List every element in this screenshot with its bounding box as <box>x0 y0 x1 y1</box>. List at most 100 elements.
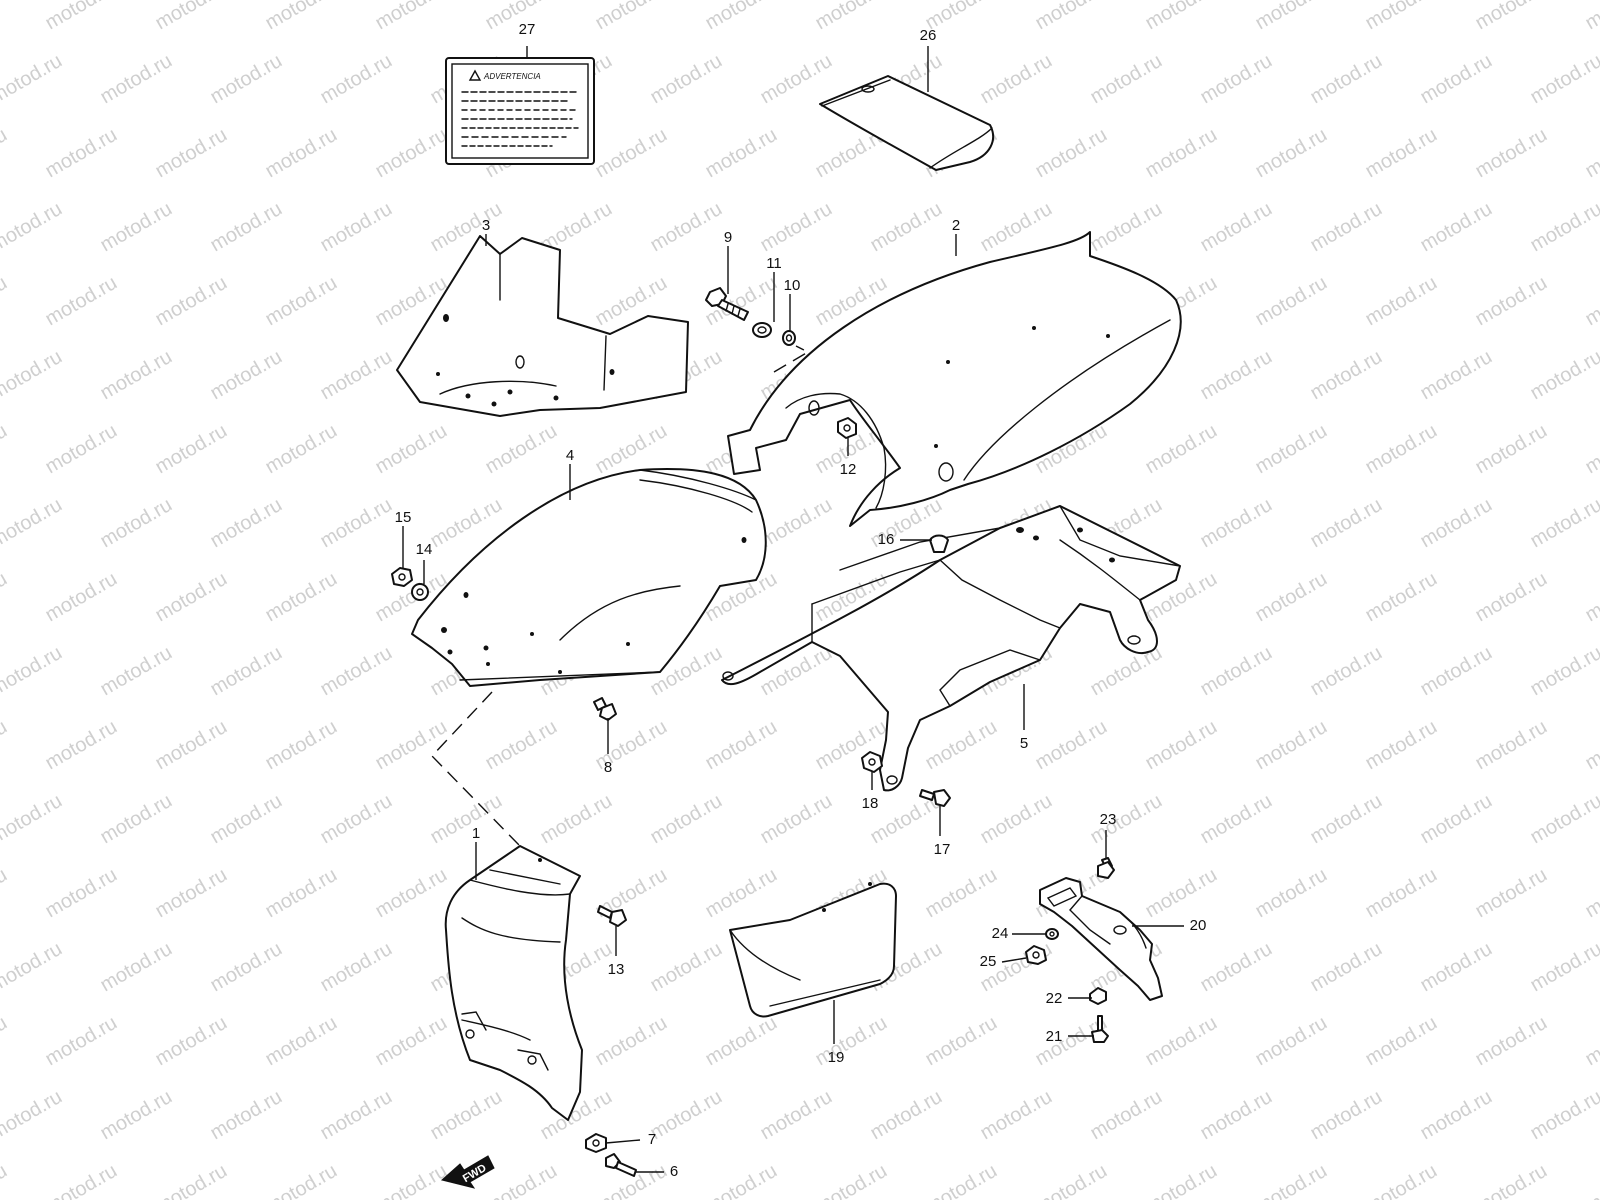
watermark-text: motod.ru <box>1032 716 1111 775</box>
watermark-text: motod.ru <box>97 494 176 553</box>
watermark-text: motod.ru <box>372 0 451 34</box>
watermark-text: motod.ru <box>262 716 341 775</box>
watermark-text: motod.ru <box>372 1012 451 1071</box>
part-23-bolt <box>1097 857 1115 879</box>
part-2-rear-fender <box>727 231 1182 527</box>
part-6-bolt <box>605 1153 637 1177</box>
watermark-text: motod.ru <box>0 864 11 923</box>
watermark-text: motod.ru <box>1252 568 1331 627</box>
watermark-text: motod.ru <box>1472 716 1551 775</box>
watermark-text: motod.ru <box>1197 938 1276 997</box>
watermark-text: motod.ru <box>0 494 66 553</box>
watermark-text: motod.ru <box>1362 124 1441 183</box>
watermark-text: motod.ru <box>1527 494 1600 553</box>
callout-26: 26 <box>920 27 937 44</box>
watermark-text: motod.ru <box>1307 346 1386 405</box>
callout-1: 1 <box>472 825 480 842</box>
watermark-text: motod.ru <box>1032 0 1111 34</box>
callout-15: 15 <box>395 509 412 526</box>
watermark-text: motod.ru <box>1417 642 1496 701</box>
fwd-arrow-label: FWD <box>461 1162 489 1185</box>
watermark-text: motod.ru <box>812 1160 891 1200</box>
watermark-text: motod.ru <box>1197 494 1276 553</box>
watermark-text: motod.ru <box>1362 568 1441 627</box>
watermark-text: motod.ru <box>317 50 396 109</box>
callout-20: 20 <box>1190 917 1207 934</box>
part-16-plug <box>929 534 949 553</box>
watermark-text: motod.ru <box>1087 198 1166 257</box>
watermark-text: motod.ru <box>1252 1012 1331 1071</box>
watermark-text: motod.ru <box>702 1012 781 1071</box>
watermark-text: motod.ru <box>1252 864 1331 923</box>
watermark-text: motod.ru <box>1582 1012 1600 1071</box>
watermark-text: motod.ru <box>592 0 671 34</box>
watermark-text: motod.ru <box>1362 0 1441 34</box>
watermark-text: motod.ru <box>1582 568 1600 627</box>
watermark-text: motod.ru <box>372 716 451 775</box>
watermark-text: motod.ru <box>372 1160 451 1200</box>
watermark-text: motod.ru <box>317 1086 396 1145</box>
watermark-text: motod.ru <box>867 790 946 849</box>
watermark-text: motod.ru <box>152 716 231 775</box>
watermark-text: motod.ru <box>42 272 121 331</box>
watermark-text: motod.ru <box>42 1012 121 1071</box>
watermark-text: motod.ru <box>1527 642 1600 701</box>
watermark-text: motod.ru <box>97 938 176 997</box>
watermark-text: motod.ru <box>1142 420 1221 479</box>
fwd-arrow-icon: FWD <box>440 1155 495 1189</box>
callout-5: 5 <box>1020 735 1028 752</box>
callout-10: 10 <box>784 277 801 294</box>
watermark-text: motod.ru <box>1582 1160 1600 1200</box>
watermark-text: motod.ru <box>702 716 781 775</box>
watermark-text: motod.ru <box>42 0 121 34</box>
watermark-text: motod.ru <box>537 790 616 849</box>
watermark-text: motod.ru <box>262 864 341 923</box>
watermark-text: motod.ru <box>1527 938 1600 997</box>
watermark-text: motod.ru <box>152 124 231 183</box>
watermark-text: motod.ru <box>1307 1086 1386 1145</box>
watermark-text: motod.ru <box>0 1160 11 1200</box>
watermark-text: motod.ru <box>1527 346 1600 405</box>
watermark-text: motod.ru <box>42 124 121 183</box>
watermark-text: motod.ru <box>1252 124 1331 183</box>
watermark-text: motod.ru <box>1417 50 1496 109</box>
watermark-text: motod.ru <box>152 272 231 331</box>
watermark-text: motod.ru <box>262 420 341 479</box>
watermark-text: motod.ru <box>207 938 286 997</box>
watermark-text: motod.ru <box>977 198 1056 257</box>
watermark-text: motod.ru <box>1307 494 1386 553</box>
watermark-text: motod.ru <box>427 1086 506 1145</box>
part-14-washer <box>411 583 429 601</box>
watermark-text: motod.ru <box>702 1160 781 1200</box>
watermark-text: motod.ru <box>757 198 836 257</box>
watermark-text: motod.ru <box>42 864 121 923</box>
part-7-nut <box>585 1133 607 1153</box>
part-8-bolt <box>593 697 617 721</box>
watermark-text: motod.ru <box>97 198 176 257</box>
part-4-inner-fender <box>411 468 767 687</box>
watermark-text: motod.ru <box>97 642 176 701</box>
watermark-text: motod.ru <box>1527 1086 1600 1145</box>
watermark-text: motod.ru <box>702 0 781 34</box>
watermark-text: motod.ru <box>1252 716 1331 775</box>
watermark-text: motod.ru <box>1307 938 1386 997</box>
watermark-text: motod.ru <box>207 790 286 849</box>
watermark-text: motod.ru <box>0 790 66 849</box>
watermark-text: motod.ru <box>1197 790 1276 849</box>
callout-24: 24 <box>992 925 1009 942</box>
watermark-text: motod.ru <box>207 642 286 701</box>
watermark-text: motod.ru <box>1252 420 1331 479</box>
watermark-text: motod.ru <box>262 568 341 627</box>
watermark-text: motod.ru <box>1527 790 1600 849</box>
watermark-text: motod.ru <box>1417 346 1496 405</box>
watermark-text: motod.ru <box>0 272 11 331</box>
callout-18: 18 <box>862 795 879 812</box>
watermark-text: motod.ru <box>0 198 66 257</box>
watermark-text: motod.ru <box>207 346 286 405</box>
watermark-text: motod.ru <box>0 346 66 405</box>
watermark-text: motod.ru <box>977 50 1056 109</box>
watermark-text: motod.ru <box>42 716 121 775</box>
watermark-text: motod.ru <box>0 716 11 775</box>
watermark-text: motod.ru <box>152 864 231 923</box>
callout-11: 11 <box>766 255 782 272</box>
